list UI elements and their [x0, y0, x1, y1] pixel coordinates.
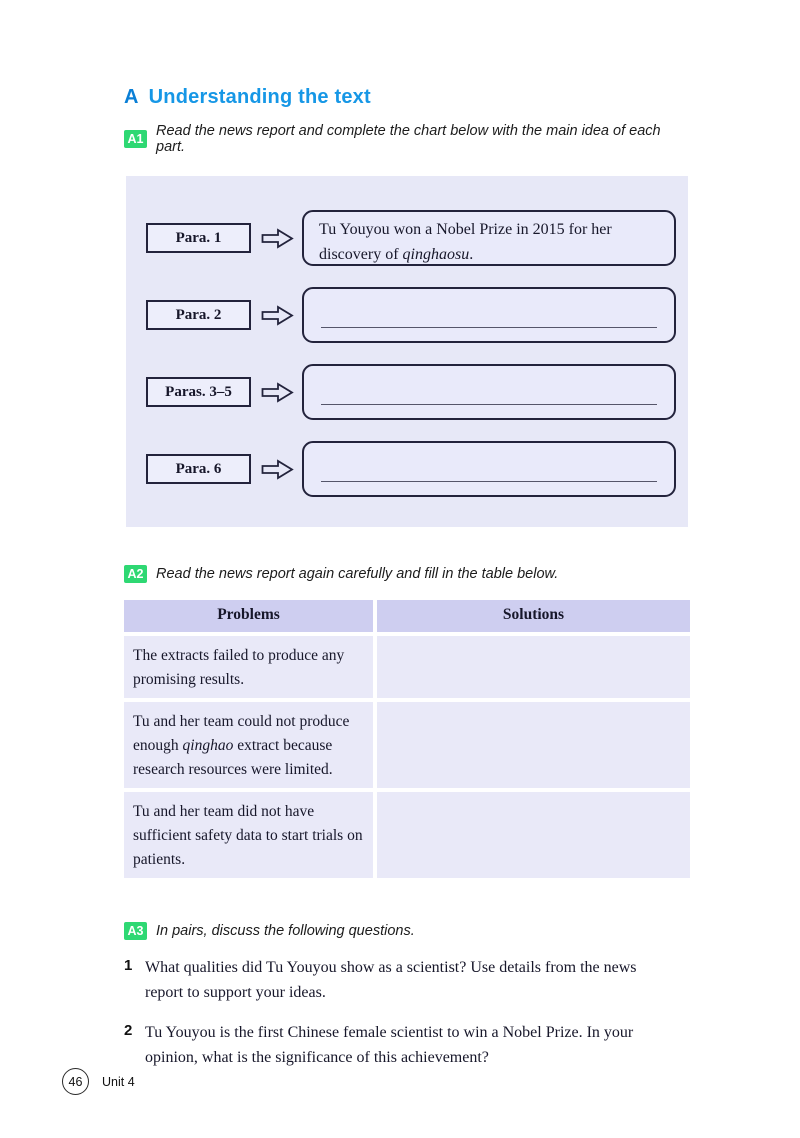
page-content: A Understanding the text A1 Read the news… [124, 0, 690, 1070]
task-instruction-a2: Read the news report again carefully and… [156, 566, 559, 582]
para-label-box: Para. 6 [146, 454, 251, 484]
question-number: 1 [124, 957, 133, 974]
question-number: 2 [124, 1022, 133, 1039]
task-head-a2: A2 Read the news report again carefully … [124, 565, 690, 583]
task-instruction-a1: Read the news report and complete the ch… [156, 123, 661, 155]
task-badge-a1: A1 [124, 130, 147, 148]
solution-cell-2[interactable] [377, 702, 690, 788]
task-badge-a2: A2 [124, 565, 147, 583]
page-footer: 46 Unit 4 [62, 1068, 135, 1095]
main-idea-chart-panel: Para. 1 Tu Youyou won a Nobel Prize in 2… [126, 176, 688, 527]
question-text: What qualities did Tu Youyou show as a s… [145, 959, 637, 1001]
answer-box-paras3-5[interactable] [302, 364, 676, 420]
page-title: A Understanding the text [124, 86, 690, 109]
para-label-box: Paras. 3–5 [146, 377, 251, 407]
problem-cell-2: Tu and her team could not produce enough… [124, 702, 373, 788]
section-letter: A [124, 86, 139, 108]
arrow-right-icon [261, 304, 294, 327]
table-header-solutions: Solutions [377, 600, 690, 632]
chart-row-para1: Para. 1 Tu Youyou won a Nobel Prize in 2… [146, 210, 676, 266]
task-badge-a3: A3 [124, 922, 147, 940]
task-head-a1: A1 Read the news report and complete the… [124, 123, 690, 155]
para-label: Para. 2 [175, 306, 222, 323]
para-label: Para. 6 [175, 460, 222, 477]
answer-blank-line[interactable] [321, 327, 657, 328]
table-header-problems: Problems [124, 600, 373, 632]
arrow-right-icon [261, 227, 294, 250]
problem-cell-3: Tu and her team did not have sufficient … [124, 792, 373, 878]
arrow-right-icon [261, 381, 294, 404]
question-text: Tu Youyou is the first Chinese female sc… [145, 1024, 634, 1066]
para-label: Para. 1 [175, 229, 222, 246]
problem-cell-1: The extracts failed to produce any promi… [124, 636, 373, 698]
chart-row-paras3-5: Paras. 3–5 [146, 364, 676, 420]
page-number-badge: 46 [62, 1068, 89, 1095]
section-title: Understanding the text [148, 86, 371, 108]
discussion-question-2: 2 Tu Youyou is the first Chinese female … [124, 1020, 690, 1070]
solution-cell-1[interactable] [377, 636, 690, 698]
answer-text: Tu Youyou won a Nobel Prize in 2015 for … [319, 221, 612, 263]
task-head-a3: A3 In pairs, discuss the following quest… [124, 922, 690, 940]
chart-row-para2: Para. 2 [146, 287, 676, 343]
answer-box-para2[interactable] [302, 287, 676, 343]
para-label-box: Para. 2 [146, 300, 251, 330]
unit-label: Unit 4 [102, 1074, 135, 1089]
problems-solutions-table: Problems Solutions The extracts failed t… [124, 600, 690, 878]
arrow-right-icon [261, 458, 294, 481]
task-instruction-a3: In pairs, discuss the following question… [156, 923, 415, 939]
discussion-question-1: 1 What qualities did Tu Youyou show as a… [124, 955, 690, 1005]
para-label-box: Para. 1 [146, 223, 251, 253]
answer-box-para6[interactable] [302, 441, 676, 497]
solution-cell-3[interactable] [377, 792, 690, 878]
answer-box-para1[interactable]: Tu Youyou won a Nobel Prize in 2015 for … [302, 210, 676, 266]
chart-row-para6: Para. 6 [146, 441, 676, 497]
answer-blank-line[interactable] [321, 404, 657, 405]
answer-blank-line[interactable] [321, 481, 657, 482]
para-label: Paras. 3–5 [165, 383, 232, 400]
